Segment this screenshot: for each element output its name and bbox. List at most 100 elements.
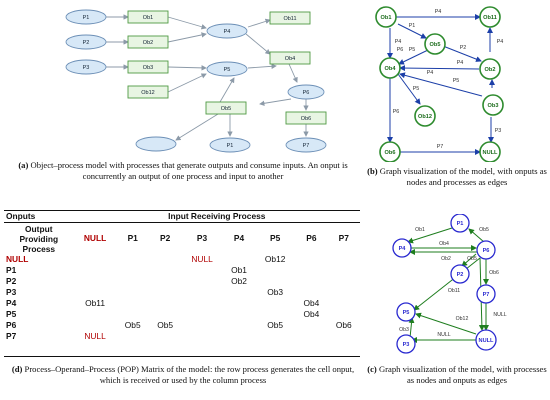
row-header: NULL — [6, 254, 29, 264]
table-group-header-row: Onputs Input Receiving Process — [4, 210, 360, 223]
operand-label: Ob3 — [143, 65, 153, 71]
table-row: NULL NULL Ob12 — [4, 254, 360, 265]
table-cell — [295, 254, 327, 265]
table-cell — [149, 276, 181, 287]
table-cell — [181, 298, 222, 309]
node-label: NULL — [483, 150, 498, 156]
node-label: P4 — [399, 246, 407, 252]
edge-label: P4 — [395, 39, 402, 45]
table-cell — [328, 298, 360, 309]
row-header: P4 — [6, 298, 17, 308]
table-cell: NULL — [84, 331, 106, 341]
table-cell — [255, 309, 295, 320]
table-cell — [295, 320, 327, 331]
process-label: P5 — [224, 67, 231, 73]
edge-label: Ob2 — [441, 256, 451, 262]
table-cell — [74, 265, 117, 276]
node-label: Ob3 — [488, 103, 499, 109]
edge-label: P4 — [457, 60, 464, 66]
table-cell — [149, 287, 181, 298]
edge-label: P4 — [427, 70, 434, 76]
operand-label: Ob4 — [285, 56, 295, 62]
process-label: P4 — [224, 29, 231, 35]
operand-label: Ob5 — [221, 106, 231, 112]
table-cell: Ob6 — [335, 320, 352, 330]
edge-label: Ob4 — [439, 241, 449, 247]
table-cell — [117, 254, 149, 265]
table-cell — [295, 265, 327, 276]
edge-label: NULL — [493, 312, 506, 318]
table-cell — [74, 309, 117, 320]
operand-label: Ob12 — [141, 90, 154, 96]
process-label: P1 — [227, 143, 234, 149]
caption-a: (a) Object–process model with processes … — [18, 160, 348, 181]
edge-label: P7 — [437, 144, 444, 150]
row-header: P5 — [6, 309, 17, 319]
node-label: NULL — [479, 338, 494, 344]
caption-d: (d) Process–Operand–Process (POP) Matrix… — [11, 364, 355, 385]
table-cell — [255, 331, 295, 342]
row-header: P2 — [6, 276, 17, 286]
edge-label: P6 — [397, 47, 404, 53]
table-bottom-rule — [4, 356, 360, 357]
panel-a-object-process-diagram: P1 P2 P3 P4 P5 P6 P1 P7 Ob1 Ob2 Ob3 Ob11… — [65, 9, 327, 153]
column-header: P3 — [196, 233, 208, 243]
node-label: Ob1 — [381, 15, 392, 21]
process-label: P7 — [303, 143, 310, 149]
row-header: P1 — [6, 265, 17, 275]
table-cell — [74, 320, 117, 331]
column-header: P6 — [306, 233, 317, 243]
table-cell — [328, 331, 360, 342]
table-cell — [328, 276, 360, 287]
table-cell — [223, 331, 255, 342]
process-label: P3 — [83, 65, 90, 71]
table-cell — [181, 265, 222, 276]
edge-label: NULL — [437, 332, 450, 338]
process-label: P1 — [83, 15, 90, 21]
table-cell — [149, 298, 181, 309]
edge-label: P6 — [393, 109, 400, 115]
table-cell — [295, 276, 327, 287]
node-label: P2 — [457, 272, 464, 278]
corner-subheader: Output Providing Process — [19, 224, 59, 254]
edge-label: P5 — [453, 78, 460, 84]
table-cell: Ob11 — [85, 298, 105, 308]
edge-label: P5 — [413, 86, 420, 92]
table-cell: NULL — [191, 254, 213, 264]
column-header: P5 — [270, 233, 281, 243]
node-label: Ob2 — [485, 67, 496, 73]
table-cell — [117, 331, 149, 342]
edge-label: P3 — [495, 128, 502, 134]
table-cell — [255, 276, 295, 287]
table-cell — [223, 309, 255, 320]
table-cell: Ob5 — [124, 320, 141, 330]
table-cell — [149, 331, 181, 342]
table-cell — [328, 265, 360, 276]
node-label: Ob12 — [418, 114, 432, 120]
edge-label: P5 — [409, 47, 416, 53]
table-cell — [117, 287, 149, 298]
table-cell — [181, 331, 222, 342]
table-cell — [255, 298, 295, 309]
edge-label: Ob3 — [399, 327, 409, 333]
table-cell: Ob12 — [264, 254, 286, 264]
table-cell — [181, 276, 222, 287]
table-cell — [328, 309, 360, 320]
table-cell — [223, 254, 255, 265]
table-cell — [181, 287, 222, 298]
table-cell — [223, 287, 255, 298]
row-header: P7 — [6, 331, 17, 341]
table-cell — [149, 309, 181, 320]
table-cell — [295, 331, 327, 342]
operand-label: Ob2 — [143, 40, 153, 46]
node-label: P6 — [483, 248, 490, 254]
node-label: P5 — [403, 310, 410, 316]
panel-c-process-graph: P1 P4 P6 P2 P7 P5 P3 NULL Ob1 Ob5 Ob4 Ob… — [392, 214, 507, 354]
row-header: P6 — [6, 320, 17, 330]
